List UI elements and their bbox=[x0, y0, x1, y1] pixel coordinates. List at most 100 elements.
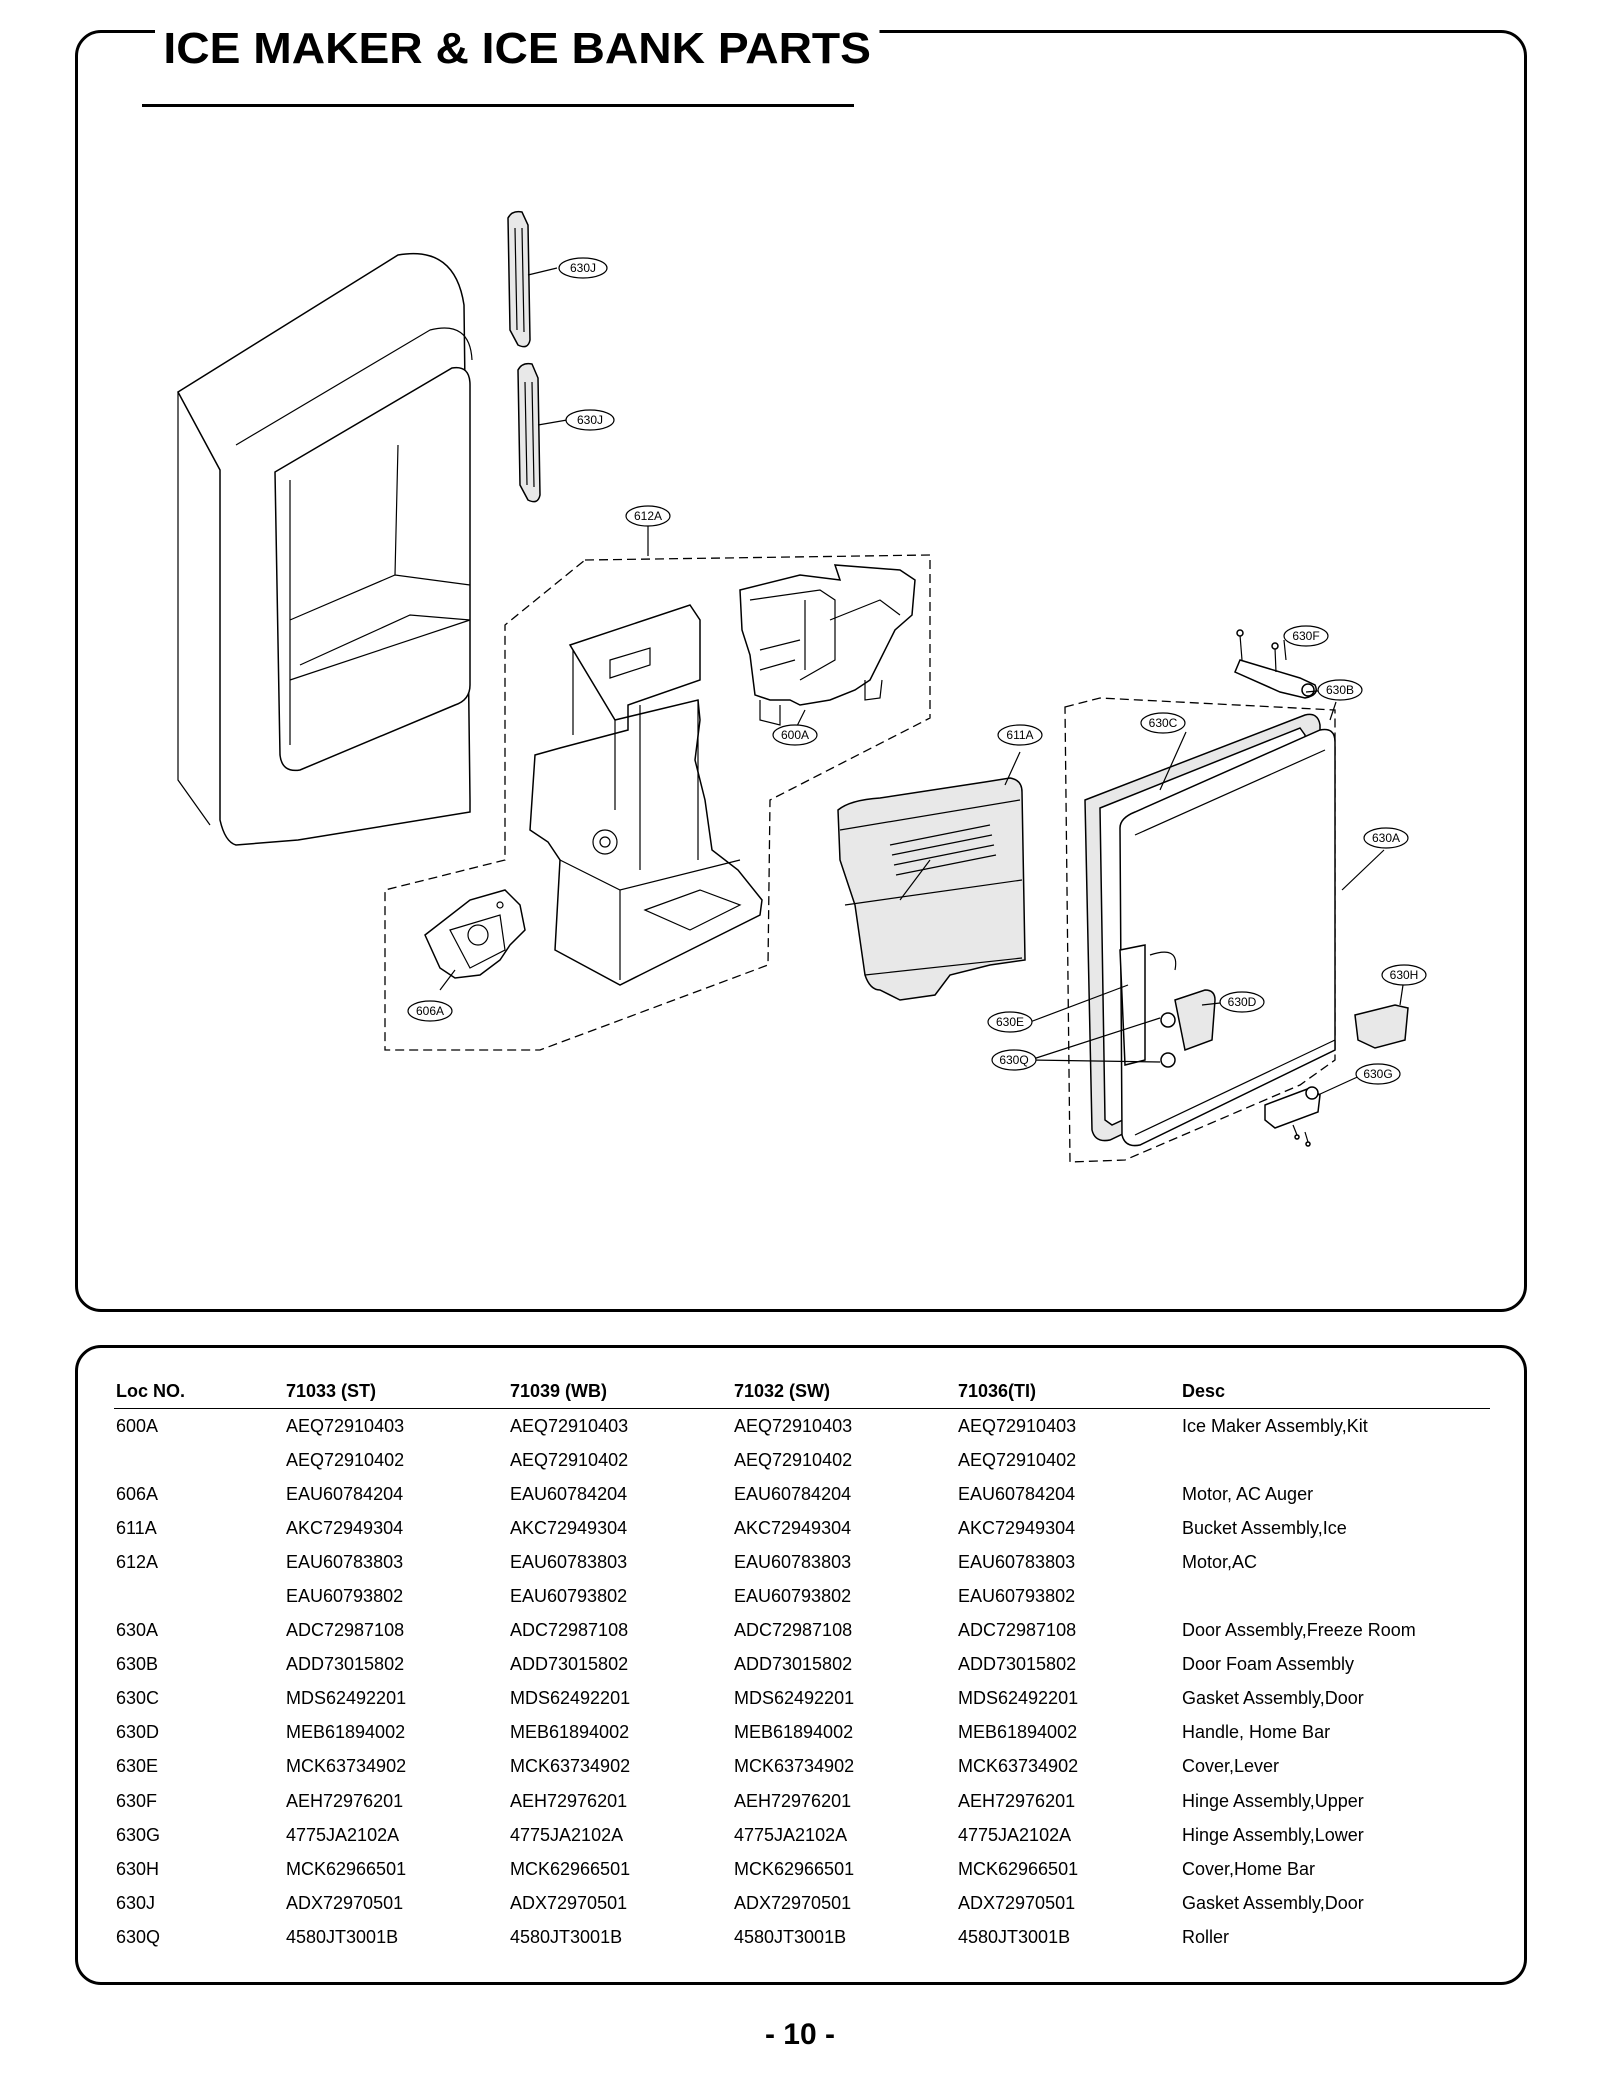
cell-71036: MDS62492201 bbox=[958, 1688, 1079, 1709]
cell-71039: EAU60784204 bbox=[510, 1483, 628, 1504]
svg-text:606A: 606A bbox=[416, 1004, 444, 1018]
cell-71036: AEH72976201 bbox=[958, 1790, 1076, 1811]
table-header-row: Loc NO. 71033 (ST) 71039 (WB) 71032 (SW)… bbox=[114, 1374, 1490, 1409]
cell-71036: MCK63734902 bbox=[958, 1756, 1079, 1777]
callout-630e: 630E bbox=[987, 1011, 1033, 1033]
cell-71033: AEH72976201 bbox=[286, 1790, 404, 1811]
motor-auger-606a-drawing bbox=[424, 889, 526, 991]
cell-loc-no: 630B bbox=[116, 1654, 159, 1675]
motor-group-boundary bbox=[384, 554, 931, 1051]
cell-71033: MCK63734902 bbox=[286, 1756, 407, 1777]
col-header-71039: 71039 (WB) bbox=[510, 1374, 734, 1409]
col-header-loc-no: Loc NO. bbox=[114, 1374, 286, 1409]
svg-text:630J: 630J bbox=[570, 261, 596, 275]
cell-71039: ADD73015802 bbox=[510, 1654, 629, 1675]
cell-71032: AEH72976201 bbox=[734, 1790, 852, 1811]
svg-text:612A: 612A bbox=[634, 509, 662, 523]
callout-630d: 630D bbox=[1219, 991, 1265, 1013]
parts-table: Loc NO. 71033 (ST) 71039 (WB) 71032 (SW)… bbox=[114, 1374, 1490, 1955]
cell-71039: ADX72970501 bbox=[510, 1892, 628, 1913]
svg-text:630G: 630G bbox=[1363, 1067, 1392, 1081]
gasket-630j-lower-drawing bbox=[517, 362, 568, 503]
cell-desc: Door Foam Assembly bbox=[1182, 1654, 1355, 1675]
door-630a-drawing bbox=[1084, 713, 1336, 1147]
page-title: ICE MAKER & ICE BANK PARTS bbox=[155, 24, 880, 74]
cell-71032: MCK63734902 bbox=[734, 1756, 855, 1777]
cell-71036: AKC72949304 bbox=[958, 1517, 1076, 1538]
cell-desc bbox=[1182, 1579, 1490, 1613]
callout-630j-lower: 630J bbox=[565, 409, 615, 431]
cell-71039: 4775JA2102A bbox=[510, 1824, 624, 1845]
cell-71036: EAU60793802 bbox=[958, 1586, 1076, 1607]
cell-71032: 4775JA2102A bbox=[734, 1824, 848, 1845]
cell-desc: Motor,AC bbox=[1182, 1551, 1258, 1572]
cell-loc-no: 630F bbox=[116, 1790, 158, 1811]
cell-desc: Cover,Lever bbox=[1182, 1756, 1280, 1777]
ice-bucket-611a-drawing bbox=[837, 751, 1026, 1001]
cell-loc-no: 611A bbox=[116, 1517, 157, 1538]
cell-desc: Ice Maker Assembly,Kit bbox=[1182, 1415, 1368, 1436]
col-header-desc: Desc bbox=[1182, 1374, 1490, 1409]
cell-71033: AEQ72910403 bbox=[286, 1415, 405, 1436]
cell-71032: AKC72949304 bbox=[734, 1517, 852, 1538]
col-header-71032: 71032 (SW) bbox=[734, 1374, 958, 1409]
cell-loc-no: 630A bbox=[116, 1620, 159, 1641]
cell-71036: ADX72970501 bbox=[958, 1892, 1076, 1913]
callout-630j-upper: 630J bbox=[558, 257, 608, 279]
cell-71032: AEQ72910402 bbox=[734, 1449, 853, 1470]
cell-71033: ADX72970501 bbox=[286, 1892, 404, 1913]
cell-71032: ADX72970501 bbox=[734, 1892, 852, 1913]
cell-71033: MCK62966501 bbox=[286, 1858, 407, 1879]
cell-desc: Motor, AC Auger bbox=[1182, 1483, 1314, 1504]
cell-71039: EAU60793802 bbox=[510, 1586, 628, 1607]
gasket-630j-upper-drawing bbox=[507, 210, 558, 348]
cell-desc: Gasket Assembly,Door bbox=[1182, 1688, 1364, 1709]
cell-71036: MCK62966501 bbox=[958, 1858, 1079, 1879]
svg-text:630C: 630C bbox=[1149, 716, 1178, 730]
col-header-71033: 71033 (ST) bbox=[286, 1374, 510, 1409]
svg-text:611A: 611A bbox=[1006, 728, 1033, 742]
hinge-upper-630f-drawing bbox=[1234, 629, 1317, 699]
cell-loc-no: 630Q bbox=[116, 1926, 161, 1947]
callout-611a: 611A bbox=[997, 724, 1043, 746]
cell-71036: EAU60784204 bbox=[958, 1483, 1076, 1504]
cell-loc-no: 630C bbox=[116, 1688, 160, 1709]
title-underline bbox=[142, 104, 854, 107]
ice-maker-600a-drawing bbox=[739, 564, 916, 731]
cell-loc-no bbox=[114, 1443, 286, 1477]
cell-71033: ADC72987108 bbox=[286, 1620, 405, 1641]
svg-text:630Q: 630Q bbox=[999, 1053, 1028, 1067]
cell-desc: Door Assembly,Freeze Room bbox=[1182, 1620, 1416, 1641]
hinge-lower-630g-drawing bbox=[1264, 1086, 1321, 1147]
callout-630b: 630B bbox=[1317, 679, 1363, 701]
callout-630q: 630Q bbox=[991, 1049, 1037, 1071]
svg-text:630F: 630F bbox=[1292, 629, 1319, 643]
cell-71033: EAU60784204 bbox=[286, 1483, 404, 1504]
cell-71036: AEQ72910403 bbox=[958, 1415, 1077, 1436]
parts-table-panel bbox=[75, 1345, 1527, 1985]
cell-71039: MDS62492201 bbox=[510, 1688, 631, 1709]
cell-71036: MEB61894002 bbox=[958, 1722, 1078, 1743]
callout-630a: 630A bbox=[1363, 827, 1409, 849]
door-group-boundary bbox=[1064, 697, 1336, 1163]
cell-71032: ADC72987108 bbox=[734, 1620, 853, 1641]
callout-630h: 630H bbox=[1381, 964, 1427, 986]
cell-71039: ADC72987108 bbox=[510, 1620, 629, 1641]
callout-606a: 606A bbox=[407, 1000, 453, 1022]
ice-bank-housing-drawing bbox=[529, 604, 763, 986]
cell-desc: Hinge Assembly,Upper bbox=[1182, 1790, 1364, 1811]
cell-71039: MCK62966501 bbox=[510, 1858, 631, 1879]
svg-text:630A: 630A bbox=[1372, 831, 1400, 845]
exploded-parts-diagram: 630J 630J 612A 600A 611A 606A 630F 630B … bbox=[177, 210, 1427, 1163]
cell-71033: MDS62492201 bbox=[286, 1688, 407, 1709]
